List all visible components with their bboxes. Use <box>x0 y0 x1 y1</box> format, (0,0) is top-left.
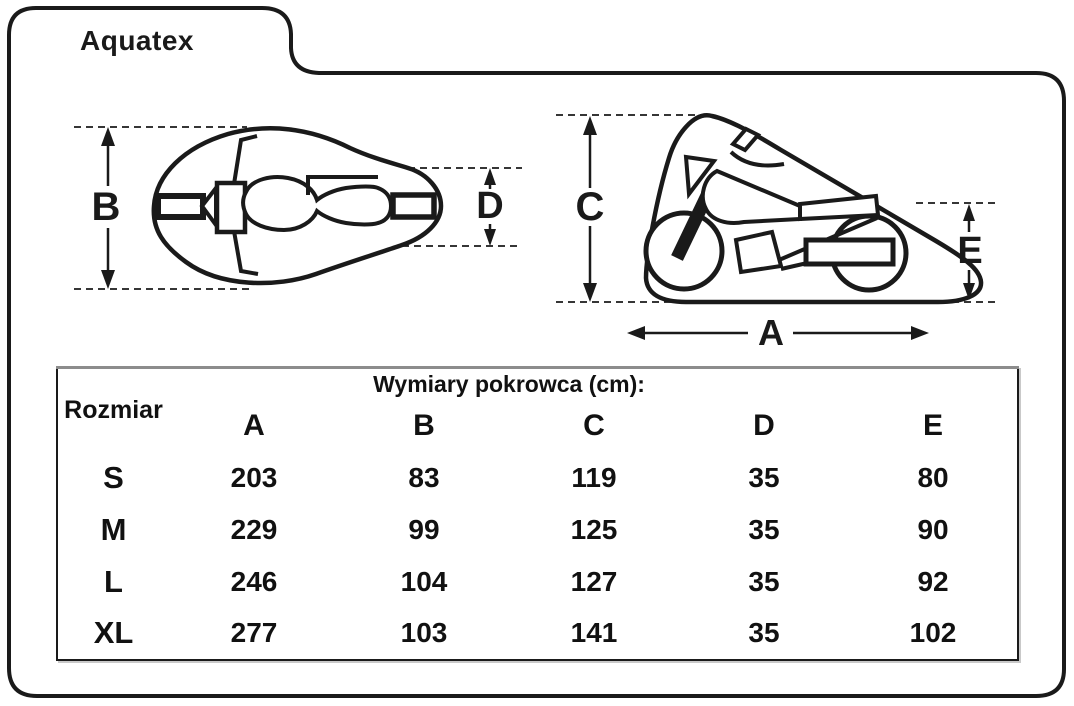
value-cell: 203 <box>230 461 278 493</box>
value-cell: 277 <box>230 617 278 648</box>
table-row: L 246 104 127 35 92 <box>57 556 1018 608</box>
dimension-label-c: C <box>575 185 605 229</box>
dimension-label-d: D <box>476 185 504 227</box>
side-panel <box>733 229 784 275</box>
size-cell: S <box>103 459 124 495</box>
value-cell: 35 <box>748 617 780 648</box>
value-cell: 99 <box>408 513 440 545</box>
handlebar-left <box>232 134 258 185</box>
value-cell: 35 <box>748 513 780 545</box>
size-cell: XL <box>93 615 134 650</box>
tank-and-seat <box>241 175 394 233</box>
value-cell: 127 <box>570 565 618 597</box>
value-cell: 90 <box>917 513 949 545</box>
rear-wheel-bar <box>390 192 437 220</box>
col-header-d: D <box>753 408 775 442</box>
corner-header: Rozmiar <box>64 395 163 424</box>
size-cell: M <box>100 511 127 547</box>
windshield <box>683 154 718 200</box>
value-cell: 103 <box>400 617 448 648</box>
table-row: S 203 83 119 35 80 <box>57 452 1018 504</box>
value-cell: 83 <box>408 461 440 493</box>
size-table: Rozmiar Wymiary pokrowca (cm): A B C D E… <box>56 366 1020 661</box>
table-row: XL 277 103 141 35 102 <box>57 608 1018 660</box>
dimension-label-b: B <box>91 185 121 229</box>
col-header-e: E <box>923 408 944 442</box>
handlebar-curve <box>729 150 785 168</box>
value-cell: 92 <box>917 565 949 597</box>
fuel-tank <box>700 168 802 225</box>
dimension-arrow-b <box>101 127 115 289</box>
value-cell: 125 <box>570 513 618 545</box>
size-cell: L <box>104 563 123 599</box>
dimension-label-a: A <box>758 312 784 353</box>
seat-rack <box>798 193 881 222</box>
brand-title: Aquatex <box>80 25 194 56</box>
table-row: M 229 99 125 35 90 <box>57 504 1018 556</box>
top-view-diagram <box>74 126 522 290</box>
motorcycle-top-view <box>155 134 437 276</box>
rear-rack-line <box>306 175 378 195</box>
dimension-arrow-a <box>627 326 929 340</box>
dimension-arrow-d <box>484 168 496 246</box>
value-cell: 246 <box>230 565 278 597</box>
dimension-arrow-e <box>963 204 975 300</box>
side-view-diagram <box>556 113 997 340</box>
value-cell: 141 <box>570 617 618 648</box>
front-wheel-bar <box>155 193 206 220</box>
col-header-a: A <box>243 408 265 442</box>
sheet-outline <box>7 6 1066 698</box>
motorcycle-side-view <box>643 126 909 293</box>
col-header-c: C <box>583 408 605 442</box>
value-cell: 102 <box>909 617 957 648</box>
col-header-b: B <box>413 408 435 442</box>
group-header: Wymiary pokrowca (cm): <box>373 370 645 397</box>
value-cell: 35 <box>748 565 780 597</box>
value-cell: 80 <box>917 461 949 493</box>
mirror <box>729 126 762 153</box>
value-cell: 229 <box>230 513 278 545</box>
extent-dashed-lines <box>74 126 522 290</box>
value-cell: 119 <box>571 461 617 493</box>
exhaust <box>803 237 896 267</box>
dimension-label-e: E <box>957 230 983 272</box>
handlebar-right <box>232 230 259 276</box>
dimension-arrow-c <box>583 116 597 302</box>
value-cell: 35 <box>748 461 780 493</box>
handlebar-console <box>214 180 248 235</box>
value-cell: 104 <box>400 565 448 597</box>
